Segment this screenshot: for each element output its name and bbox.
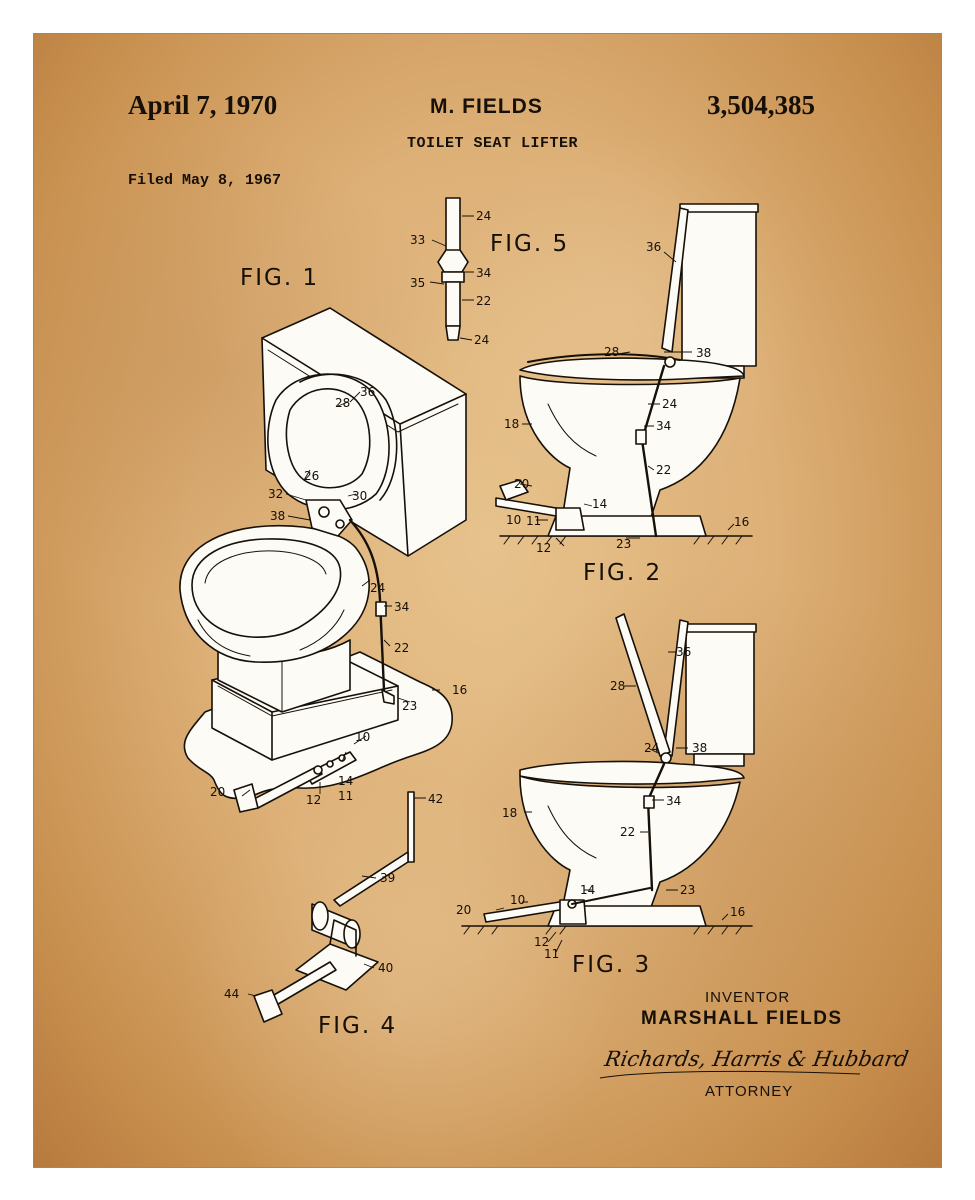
svg-text:24: 24 [474,333,489,347]
svg-text:12: 12 [534,935,549,949]
svg-text:22: 22 [656,463,671,477]
svg-text:44: 44 [224,987,239,1001]
svg-text:28: 28 [604,345,619,359]
fig-4-drawing [253,791,415,1023]
patent-print [33,33,942,1168]
svg-text:28: 28 [335,396,350,410]
inventor-full-name: MARSHALL FIELDS [641,1008,843,1029]
fig-4-label: FIG. 4 [318,1013,398,1039]
fig-2-drawing [495,203,759,545]
svg-text:34: 34 [656,419,671,433]
svg-text:28: 28 [610,679,625,693]
svg-text:24: 24 [662,397,677,411]
svg-text:12: 12 [536,541,551,555]
svg-text:38: 38 [270,509,285,523]
svg-text:38: 38 [692,741,707,755]
svg-text:33: 33 [410,233,425,247]
patent-title: TOILET SEAT LIFTER [407,135,579,152]
svg-text:34: 34 [476,266,491,280]
svg-text:20: 20 [514,477,529,491]
svg-text:22: 22 [394,641,409,655]
svg-text:24: 24 [644,741,659,755]
filed-date: Filed May 8, 1967 [128,172,282,189]
svg-text:20: 20 [456,903,471,917]
svg-text:18: 18 [502,806,517,820]
svg-text:23: 23 [680,883,695,897]
svg-text:24: 24 [370,581,385,595]
svg-text:36: 36 [646,240,661,254]
svg-text:38: 38 [696,346,711,360]
svg-text:36: 36 [360,385,375,399]
inventor-label: INVENTOR [705,989,791,1006]
fig-5-drawing [437,197,469,341]
svg-text:34: 34 [394,600,409,614]
svg-text:10: 10 [510,893,525,907]
svg-text:22: 22 [620,825,635,839]
svg-text:11: 11 [544,947,559,961]
svg-text:14: 14 [338,774,353,788]
fig-2-label: FIG. 2 [583,560,663,586]
svg-text:11: 11 [338,789,353,803]
fig-1-label: FIG. 1 [240,265,320,291]
svg-text:39: 39 [380,871,395,885]
fig-3-drawing [461,613,757,935]
svg-text:16: 16 [452,683,467,697]
svg-text:34: 34 [666,794,681,808]
svg-text:16: 16 [734,515,749,529]
svg-text:14: 14 [580,883,595,897]
svg-text:18: 18 [504,417,519,431]
svg-text:32: 32 [268,487,283,501]
svg-text:36: 36 [676,645,691,659]
svg-text:23: 23 [616,537,631,551]
svg-text:24: 24 [476,209,491,223]
fig-5-label: FIG. 5 [490,231,570,257]
svg-text:20: 20 [210,785,225,799]
svg-text:10: 10 [506,513,521,527]
svg-text:23: 23 [402,699,417,713]
svg-text:26: 26 [304,469,319,483]
inventor-short-name: M. FIELDS [430,95,543,118]
svg-text:16: 16 [730,905,745,919]
patent-date: April 7, 1970 [128,90,278,120]
svg-text:42: 42 [428,792,443,806]
attorney-label: ATTORNEY [705,1083,794,1100]
fig-1-drawing [179,307,467,813]
svg-text:30: 30 [352,489,367,503]
svg-text:40: 40 [378,961,393,975]
fig-3-label: FIG. 3 [572,952,652,978]
svg-text:10: 10 [355,730,370,744]
svg-text:14: 14 [592,497,607,511]
svg-text:12: 12 [306,793,321,807]
svg-text:11: 11 [526,514,541,528]
svg-text:22: 22 [476,294,491,308]
patent-number: 3,504,385 [707,90,815,120]
svg-text:35: 35 [410,276,425,290]
